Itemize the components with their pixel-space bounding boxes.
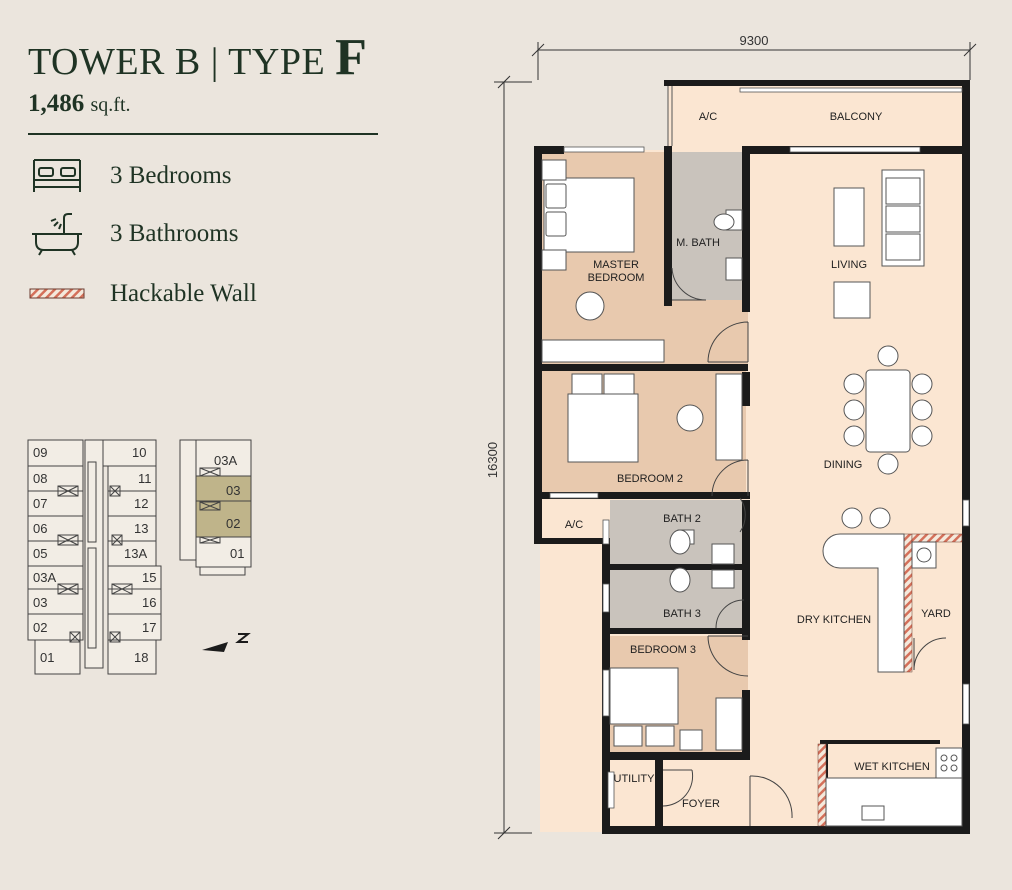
key-plan-left-unit-6: 03	[33, 595, 47, 610]
room-balcony: BALCONY	[830, 111, 883, 123]
room-master-bedroom-line2: BEDROOM	[588, 272, 645, 284]
room-utility: UTILITY	[614, 773, 656, 785]
windows	[549, 87, 970, 809]
dim-width: 9300	[740, 33, 769, 48]
title-main: TOWER B | TYPE	[28, 41, 326, 83]
room-yard: YARD	[921, 608, 951, 620]
key-plan-left-unit-2: 07	[33, 496, 47, 511]
legend-bedrooms: 3 Bedrooms	[28, 154, 232, 198]
legend-hackable: Hackable Wall	[28, 272, 257, 316]
key-plan-right-unit-1: 11	[138, 471, 152, 486]
legend-bathrooms: 3 Bathrooms	[28, 212, 238, 256]
room-foyer: FOYER	[682, 798, 720, 810]
room-wet-kitchen: WET KITCHEN	[854, 761, 930, 773]
key-plan-left-labels: 09 08 07 06 05 03A 03 02 01	[33, 445, 56, 665]
key-plan-right-unit-6: 16	[142, 595, 156, 610]
key-plan-left-unit-7: 02	[33, 620, 47, 635]
room-bedroom3: BEDROOM 3	[630, 644, 696, 656]
key-plan-left-unit-5: 03A	[33, 570, 56, 585]
doors	[662, 267, 947, 826]
dim-height: 16300	[485, 442, 500, 478]
key-plan-left-unit-0: 09	[33, 445, 47, 460]
room-labels: A/C BALCONY MASTER BEDROOM M. BATH LIVIN…	[565, 111, 951, 810]
key-plan-left-unit-4: 05	[33, 546, 47, 561]
key-plan-left-unit-3: 06	[33, 521, 47, 536]
legend-hackable-label: Hackable Wall	[110, 280, 257, 307]
area-unit: sq.ft.	[90, 94, 131, 116]
key-plan-right-unit-0: 10	[132, 445, 146, 460]
room-m-bath: M. BATH	[676, 237, 720, 249]
hackable-wall-swatch	[29, 288, 85, 299]
room-living: LIVING	[831, 259, 867, 271]
key-plan-right-unit-4: 13A	[124, 546, 147, 561]
dimension-lines	[494, 42, 977, 840]
page-title: TOWER B | TYPE F	[28, 28, 367, 87]
room-bedroom2: BEDROOM 2	[617, 473, 683, 485]
title-letter: F	[335, 29, 368, 86]
room-ac-side: A/C	[565, 519, 583, 531]
unit-area: 1,486 sq.ft.	[28, 90, 131, 118]
north-arrow-icon	[202, 633, 251, 652]
key-plan-right-labels: 10 11 12 13 13A 15 16 17 18	[124, 445, 156, 665]
room-ac-top: A/C	[699, 111, 717, 123]
room-master-bedroom-line1: MASTER	[593, 259, 639, 271]
key-plan-left-unit-1: 08	[33, 471, 47, 486]
key-plan-right-unit-2: 12	[134, 496, 148, 511]
key-plan-side-labels: 03A 03 02 01	[214, 453, 244, 561]
key-plan-right-unit-8: 18	[134, 650, 148, 665]
key-plan-side-unit-2: 02	[226, 516, 240, 531]
key-plan-right-unit-5: 15	[142, 570, 156, 585]
key-plan-side-unit-0: 03A	[214, 453, 237, 468]
furniture	[541, 159, 963, 827]
key-plan-side-unit-3: 01	[230, 546, 244, 561]
bed-icon	[33, 159, 81, 192]
bathtub-icon	[32, 213, 82, 256]
legend-bedrooms-label: 3 Bedrooms	[110, 162, 232, 189]
room-bath3: BATH 3	[663, 608, 701, 620]
legend-bathrooms-label: 3 Bathrooms	[110, 220, 239, 247]
key-plan-right-unit-7: 17	[142, 620, 156, 635]
key-plan-right-unit-3: 13	[134, 521, 148, 536]
key-plan-left-unit-8: 01	[40, 650, 54, 665]
room-dry-kitchen: DRY KITCHEN	[797, 614, 871, 626]
room-dining: DINING	[824, 459, 863, 471]
area-value: 1,486	[28, 90, 85, 117]
header-divider	[28, 133, 378, 135]
key-plan-side-unit-1: 03	[226, 483, 240, 498]
room-bath2: BATH 2	[663, 513, 701, 525]
